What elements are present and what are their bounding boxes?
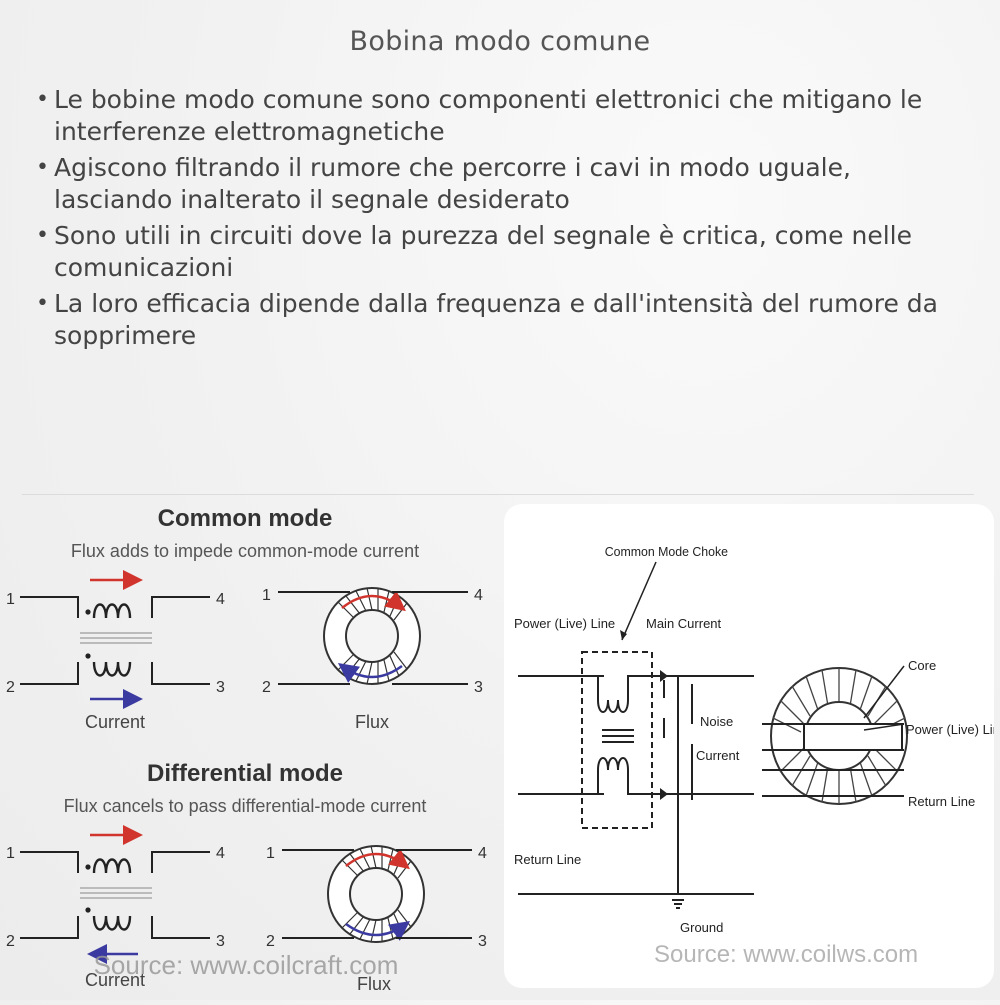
pin-label-2: 2 bbox=[266, 933, 275, 950]
left-source-caption: Source: www.coilcraft.com bbox=[94, 950, 399, 980]
bullet-text: Agiscono filtrando il rumore che percorr… bbox=[54, 153, 851, 214]
differential-current-label: Current bbox=[85, 970, 145, 990]
bullet-dot: • bbox=[36, 291, 49, 316]
core-label: Core bbox=[908, 658, 936, 673]
section-divider bbox=[22, 494, 974, 495]
pin-label-3: 3 bbox=[478, 933, 487, 950]
right-source-caption: Source: www.coilws.com bbox=[654, 941, 918, 968]
bullet-list: •Le bobine modo comune sono componenti e… bbox=[34, 84, 964, 352]
pin-label-3: 3 bbox=[216, 679, 225, 696]
choke-toroid-illustration bbox=[762, 665, 908, 805]
pin-label-4: 4 bbox=[474, 587, 483, 604]
choke-circuit-lines bbox=[518, 651, 754, 909]
bullet-item: •Sono utili in circuiti dove la purezza … bbox=[34, 220, 964, 284]
pin-label-2: 2 bbox=[262, 679, 271, 696]
common-flux-label: Flux bbox=[355, 712, 389, 732]
pin-label-1: 1 bbox=[6, 845, 15, 862]
noise-current-label-2: Current bbox=[696, 748, 740, 763]
pin-label-2: 2 bbox=[6, 679, 15, 696]
bullet-dot: • bbox=[36, 223, 49, 248]
return-line-label: Return Line bbox=[514, 852, 581, 867]
bullet-item: •Le bobine modo comune sono componenti e… bbox=[34, 84, 964, 148]
differential-mode-heading: Differential mode bbox=[147, 760, 343, 787]
bullet-item: •Agiscono filtrando il rumore che percor… bbox=[34, 152, 964, 216]
main-current-label: Main Current bbox=[646, 616, 722, 631]
bullet-dot: • bbox=[36, 155, 49, 180]
noise-current-label-1: Noise bbox=[700, 714, 733, 729]
bullet-text: Le bobine modo comune sono componenti el… bbox=[54, 85, 923, 146]
differential-toroid-diagram: 1 2 4 3 Flux bbox=[266, 845, 487, 994]
choke-circuit-svg: Common Mode Choke Power (Live) Line Main… bbox=[514, 545, 1000, 968]
bullet-text: La loro efficacia dipende dalla frequenz… bbox=[54, 289, 938, 350]
ground-label: Ground bbox=[680, 920, 723, 935]
power-line-label: Power (Live) Line bbox=[514, 616, 615, 631]
differential-mode-subheading: Flux cancels to pass differential-mode c… bbox=[64, 796, 427, 816]
pin-label-2: 2 bbox=[6, 933, 15, 950]
common-mode-heading: Common mode bbox=[158, 505, 333, 532]
differential-flux-label: Flux bbox=[357, 974, 391, 994]
differential-coil-schematic: 1 2 4 3 Current bbox=[6, 825, 225, 990]
page-title: Bobina modo comune bbox=[349, 26, 651, 57]
common-current-label: Current bbox=[85, 712, 145, 732]
pin-label-3: 3 bbox=[474, 679, 483, 696]
power-line-right-label: Power (Live) Line bbox=[906, 722, 994, 737]
pin-label-3: 3 bbox=[216, 933, 225, 950]
common-coil-schematic: 1 2 4 3 Current bbox=[6, 570, 225, 732]
bullet-text: Sono utili in circuiti dove la purezza d… bbox=[54, 221, 912, 282]
pin-label-4: 4 bbox=[216, 591, 225, 608]
pin-label-4: 4 bbox=[478, 845, 487, 862]
pin-label-4: 4 bbox=[216, 845, 225, 862]
pin-label-1: 1 bbox=[6, 591, 15, 608]
return-line-right-label: Return Line bbox=[908, 794, 975, 809]
bullet-dot: • bbox=[36, 87, 49, 112]
common-toroid-diagram: 1 2 4 3 Flux bbox=[262, 587, 483, 732]
mode-comparison-figure: Common mode Flux adds to impede common-m… bbox=[0, 496, 500, 1000]
common-mode-subheading: Flux adds to impede common-mode current bbox=[71, 541, 419, 561]
choke-label: Common Mode Choke bbox=[605, 545, 728, 559]
mode-comparison-svg: Common mode Flux adds to impede common-m… bbox=[6, 505, 487, 994]
pin-label-1: 1 bbox=[266, 845, 275, 862]
choke-circuit-figure: Common Mode Choke Power (Live) Line Main… bbox=[504, 504, 1000, 988]
bullet-item: •La loro efficacia dipende dalla frequen… bbox=[34, 288, 964, 352]
pin-label-1: 1 bbox=[262, 587, 271, 604]
